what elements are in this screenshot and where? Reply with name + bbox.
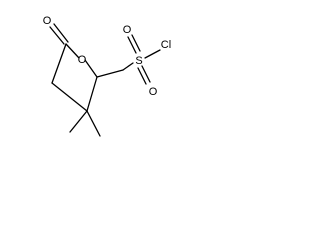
atom-label-sulfur: S bbox=[135, 55, 142, 67]
atom-label-sulfonyl-oxygen-top: O bbox=[123, 24, 132, 36]
bond-c5-ring-oxygen bbox=[65, 43, 80, 59]
bond-c2-c3 bbox=[86, 76, 98, 112]
chemical-structure-diagram: O O S Cl O O bbox=[43, 15, 171, 137]
bond-c3-methyl-2 bbox=[86, 110, 101, 137]
atom-label-chlorine: Cl bbox=[161, 39, 171, 51]
atom-label-carbonyl-oxygen: O bbox=[43, 15, 52, 27]
bond-sulfur-oxygen-bottom-a bbox=[137, 67, 147, 85]
bond-c3-c4 bbox=[51, 82, 88, 112]
bond-carbonyl-double-b bbox=[53, 23, 69, 43]
bond-sulfur-oxygen-top-b bbox=[131, 34, 141, 52]
atom-label-sulfonyl-oxygen-bottom: O bbox=[149, 86, 158, 98]
bond-c2-methylene bbox=[96, 69, 124, 78]
bond-sulfur-chlorine bbox=[144, 49, 161, 59]
bond-methylene-sulfur bbox=[122, 62, 134, 71]
bond-c4-c5 bbox=[51, 43, 67, 84]
bond-carbonyl-double-a bbox=[49, 26, 65, 45]
bond-c3-methyl-1 bbox=[69, 110, 88, 133]
bond-sulfur-oxygen-top-a bbox=[127, 36, 137, 54]
bond-ring-oxygen-c2 bbox=[84, 59, 98, 78]
bond-sulfur-oxygen-bottom-b bbox=[141, 65, 151, 83]
atom-label-ring-oxygen: O bbox=[78, 54, 87, 66]
